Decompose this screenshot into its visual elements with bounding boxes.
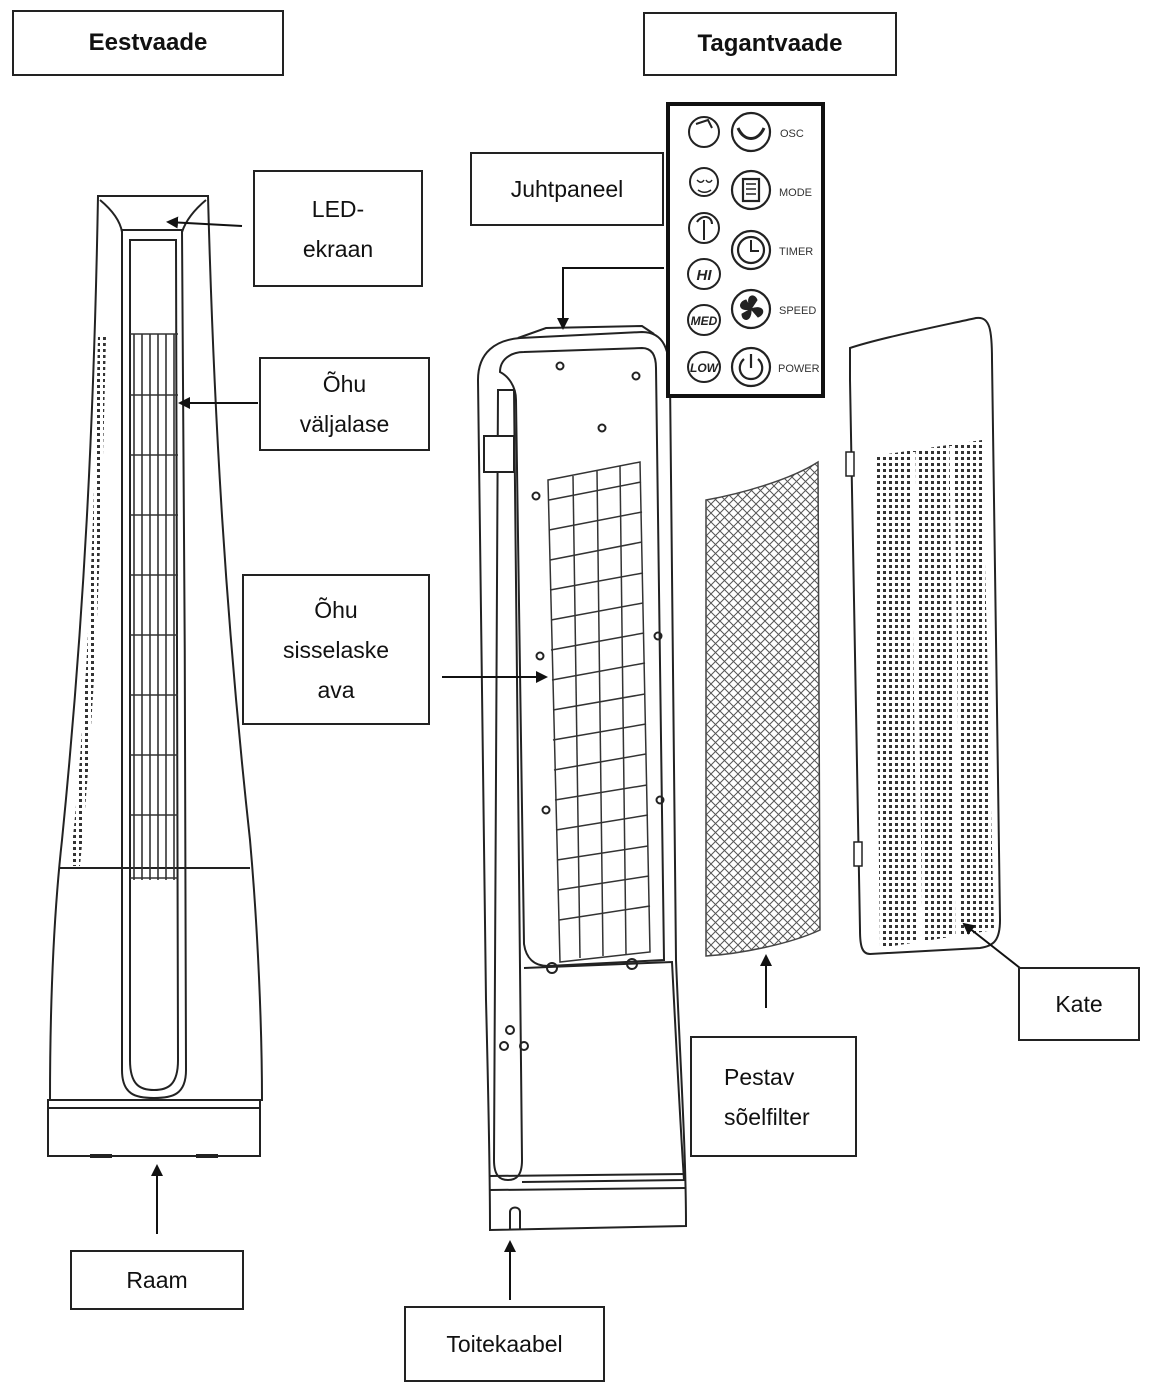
arrow-cover <box>962 922 1021 969</box>
arrow-led-screen <box>166 216 243 229</box>
low-label: LOW <box>690 361 720 375</box>
speed-label: SPEED <box>779 305 816 317</box>
sleep-face-icon <box>689 167 719 197</box>
leader-lines <box>151 216 1021 1300</box>
rotate-arrow <box>695 118 713 129</box>
label-power-cable: Toitekaabel <box>404 1306 605 1382</box>
label-filter: Pestav sõelfilter <box>690 1036 857 1157</box>
front-view-title: Eestvaade <box>12 10 284 76</box>
control-panel-graphic: HI MED LOW OSC MODE TIMER SPEED POWER <box>666 102 825 398</box>
hi-label: HI <box>697 267 713 284</box>
fan-speed-icon <box>730 288 772 330</box>
timer-label: TIMER <box>779 246 813 258</box>
rotate-icon <box>688 116 720 148</box>
timer-clock-icon <box>730 229 772 271</box>
label-control-panel: Juhtpaneel <box>470 152 664 226</box>
label-led-screen: LED- ekraan <box>253 170 423 287</box>
power-icon <box>730 346 772 388</box>
label-cover: Kate <box>1018 967 1140 1041</box>
power-label: POWER <box>778 363 820 375</box>
back-grille <box>547 461 651 963</box>
label-air-outlet: Õhu väljalase <box>259 357 430 451</box>
arrow-control-panel <box>557 267 664 330</box>
mode-label: MODE <box>779 187 812 199</box>
front-side-vent <box>70 336 106 866</box>
oscillate-icon <box>730 111 772 153</box>
front-grille <box>130 333 178 880</box>
label-air-inlet: Õhu sisselaske ava <box>242 574 430 725</box>
cover-panel <box>845 316 1002 956</box>
front-tower <box>47 195 264 1158</box>
med-label: MED <box>691 314 718 328</box>
label-stand: Raam <box>70 1250 244 1310</box>
natural-wind-icon <box>688 212 720 244</box>
osc-label: OSC <box>780 128 804 140</box>
mode-list-icon <box>730 169 772 211</box>
back-view-title: Tagantvaade <box>643 12 897 76</box>
filter-mesh <box>705 460 821 957</box>
